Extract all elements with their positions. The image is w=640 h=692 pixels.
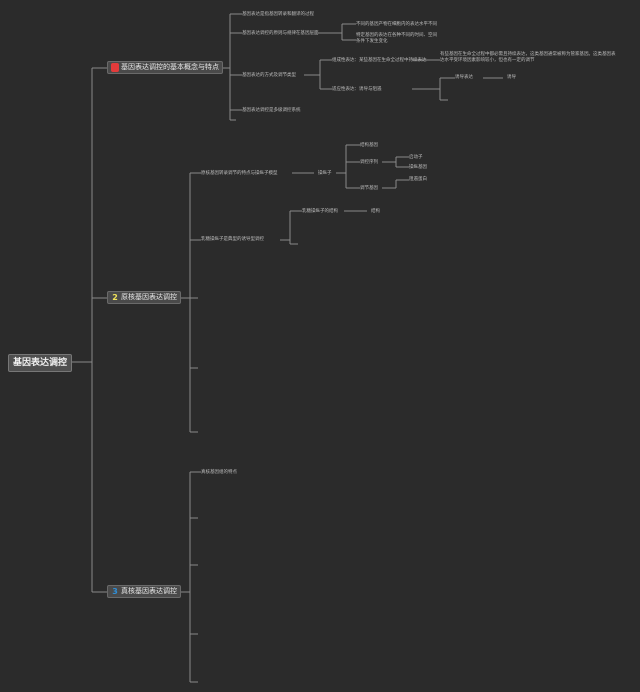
b1-node-3[interactable]: 基因表达的方式及调节类型 bbox=[242, 73, 296, 78]
b1-node-2b[interactable]: 特定基因的表达在各种不同的时间、空间条件下发生变化 bbox=[356, 33, 437, 44]
branch-1-label: 基因表达调控的基本概念与特点 bbox=[121, 63, 219, 71]
branch-3-label: 真核基因表达调控 bbox=[121, 587, 177, 595]
priority-1-icon: 1 bbox=[111, 63, 119, 72]
b2-node-2a[interactable]: 乳糖操纵子的结构 bbox=[302, 209, 338, 214]
priority-3-icon: 3 bbox=[112, 587, 118, 596]
b1-node-3b[interactable]: 适应性表达：诱导与阻遏 bbox=[332, 87, 382, 92]
priority-2-icon: 2 bbox=[112, 293, 118, 302]
b2-node-1a2a[interactable]: 启动子 bbox=[409, 155, 423, 160]
b1-node-2a[interactable]: 不同的基因产物在细胞内的表达水平不同 bbox=[356, 22, 437, 27]
b2-node-1a2[interactable]: 调控序列 bbox=[360, 160, 378, 165]
b1-node-3b1a[interactable]: 诱导 bbox=[507, 75, 516, 80]
b1-node-1[interactable]: 基因表达是指基因转录和翻译的过程 bbox=[242, 12, 314, 17]
b2-node-2[interactable]: 乳糖操纵子是典型的诱导型调控 bbox=[201, 237, 264, 242]
b1-node-3a[interactable]: 组成性表达：某些基因在生命全过程中持续表达 bbox=[332, 58, 427, 63]
b1-node-4[interactable]: 基因表达调控是多级调控系统 bbox=[242, 108, 301, 113]
root-node[interactable]: 基因表达调控 bbox=[8, 354, 73, 372]
b1-node-3b1[interactable]: 诱导表达 bbox=[455, 75, 473, 80]
b2-node-1a3a[interactable]: 阻遏蛋白 bbox=[409, 177, 427, 182]
b2-node-2a1[interactable]: 结构 bbox=[371, 209, 380, 214]
root-label: 基因表达调控 bbox=[13, 358, 68, 368]
b2-node-1[interactable]: 原核基因转录调节的特点与操纵子模型 bbox=[201, 171, 278, 176]
b1-node-2[interactable]: 基因表达调控的原则与规律在基因层面 bbox=[242, 31, 319, 36]
b2-node-1a[interactable]: 操纵子 bbox=[318, 171, 332, 176]
b2-node-1a1[interactable]: 结构基因 bbox=[360, 143, 378, 148]
b1-node-3a-desc[interactable]: 有些基因在生命全过程中都必需且持续表达，这类基因通常被称为管家基因。这类基因表达… bbox=[440, 52, 616, 63]
b3-node-1[interactable]: 真核基因组的特点 bbox=[201, 470, 237, 475]
b2-node-1a2b[interactable]: 操纵基因 bbox=[409, 165, 427, 170]
branch-2-label: 原核基因表达调控 bbox=[121, 293, 177, 301]
b2-node-1a3[interactable]: 调节基因 bbox=[360, 186, 378, 191]
